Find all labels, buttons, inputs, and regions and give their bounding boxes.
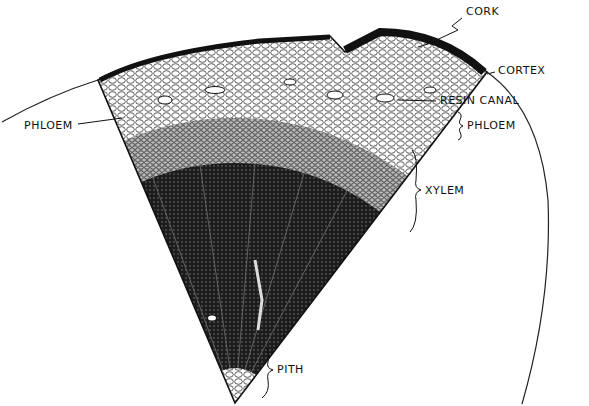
cork-layer [345, 32, 484, 72]
cork-layer [100, 37, 330, 80]
leader-lines [78, 18, 495, 398]
part-label: RESIN CANAL [440, 95, 519, 107]
part-label: CORK [466, 6, 499, 18]
part-label: PHLOEM [467, 120, 516, 132]
part-label: PHLOEM [24, 120, 73, 132]
part-label: XYLEM [425, 185, 464, 197]
stem-outline [2, 80, 98, 122]
part-label: CORTEX [498, 65, 545, 77]
part-label: PITH [277, 364, 304, 376]
